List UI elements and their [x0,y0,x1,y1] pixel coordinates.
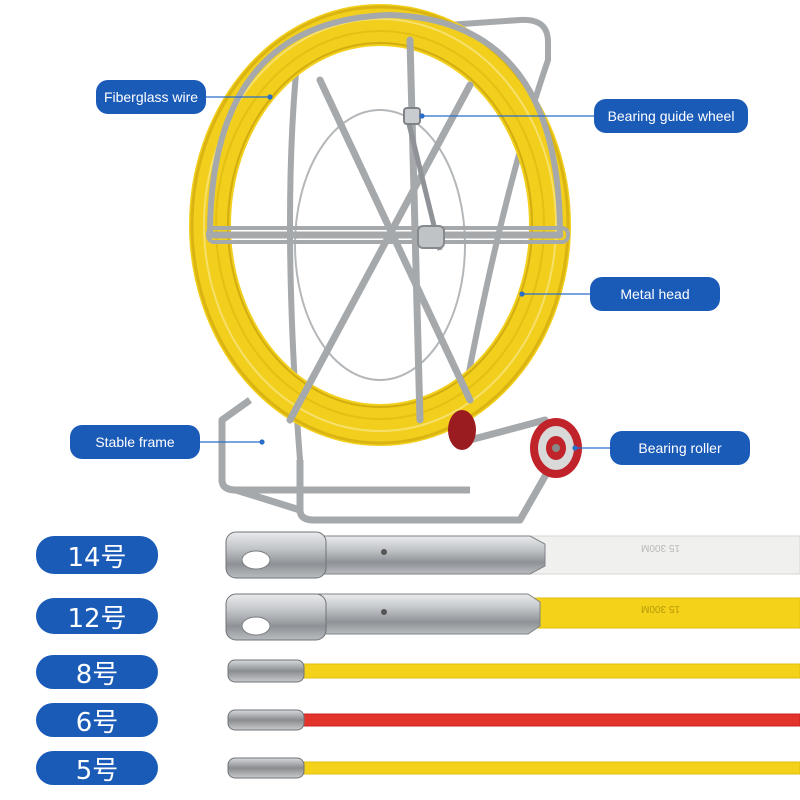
callout-leaders [200,94,610,451]
callout-fiberglass-wire: Fiberglass wire [96,80,206,114]
back-roller [448,410,476,450]
inner-hub-ring [294,109,466,381]
size-badge-8: 8号 [36,655,158,690]
cable-reel [189,4,582,524]
rod-14-body [529,535,800,575]
rod-5 [227,757,800,779]
callout-bearing-roller: Bearing roller [610,431,750,465]
size-badge-12: 12号 [36,598,158,634]
rod-14-print: 15 300M [641,542,680,553]
rod-6 [227,709,800,731]
reel-rim-frame [206,11,570,244]
size-badge-6: 6号 [36,703,158,738]
fiberglass-wire-coil [189,4,571,446]
rod-12: 15 300M [225,593,800,641]
rod-8-body [299,663,800,679]
rod-12-print: 15 300M [641,603,680,614]
rod-8 [227,659,800,683]
callout-bearing-guide-wheel: Bearing guide wheel [594,99,748,133]
callout-stable-frame: Stable frame [70,425,200,459]
rod-14: 15 300M [225,531,800,579]
callout-metal-head: Metal head [590,277,720,311]
size-badge-5: 5号 [36,751,158,786]
rod-6-body [299,713,800,727]
stable-frame [218,397,564,524]
bearing-roller [530,418,582,478]
center-hub [417,225,445,249]
rod-5-body [299,761,800,775]
size-badge-14: 14号 [36,536,158,574]
